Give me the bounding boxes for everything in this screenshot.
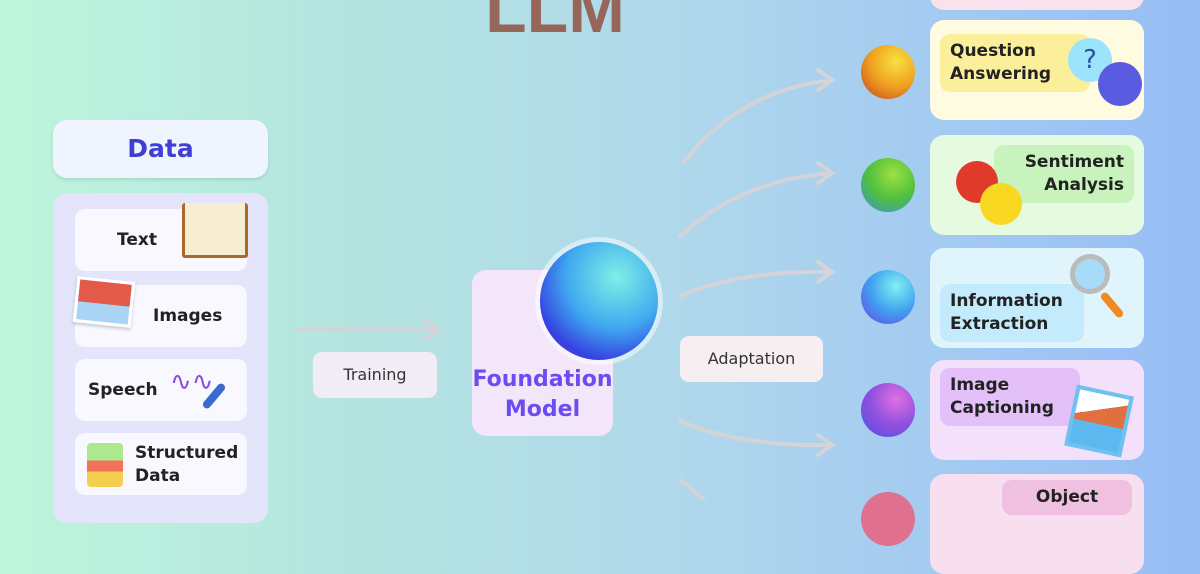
adapt-arrow-1: [682, 68, 836, 164]
flowchart-icon: [87, 443, 123, 487]
task-card-top: [930, 0, 1144, 10]
foundation-label-line1: Foundation: [472, 367, 613, 392]
data-header: Data: [53, 120, 268, 178]
data-item-label: Images: [153, 306, 223, 326]
microphone-icon: ∿∿: [170, 367, 240, 411]
data-item-images: Images: [72, 276, 247, 347]
data-item-label: Structured: [135, 443, 239, 463]
data-item-label: Data: [135, 466, 181, 486]
adaptation-label: Adaptation: [680, 336, 823, 382]
sphere-icon: [861, 45, 915, 99]
arrows: [296, 68, 836, 500]
sphere-icon: [861, 492, 915, 546]
sphere-icon: [861, 383, 915, 437]
training-arrow: [296, 318, 442, 342]
training-label: Training: [313, 352, 437, 398]
data-item-label: Speech: [88, 380, 158, 400]
adapt-arrow-2: [678, 161, 836, 238]
task-card-object: Object: [930, 474, 1144, 574]
data-item-structured: Structured Data: [75, 433, 247, 495]
picture-icon: [1064, 384, 1134, 458]
book-icon: [182, 203, 248, 258]
data-item-text: Text: [75, 203, 248, 271]
happy-face-icon: [980, 183, 1022, 225]
magnifier-icon: [1070, 254, 1110, 294]
adapt-arrow-4: [678, 419, 836, 457]
adapt-arrow-3: [678, 260, 836, 298]
page-title: LLM: [485, 0, 625, 47]
task-label: Object: [1002, 480, 1132, 515]
sphere-icon: [861, 158, 915, 212]
data-header-label: Data: [127, 134, 194, 163]
data-item-speech: Speech ∿∿: [75, 359, 247, 421]
photos-icon: [72, 276, 136, 328]
adapt-arrow-5: [678, 478, 708, 500]
foundation-label-line2: Model: [504, 397, 581, 422]
data-item-label: Text: [117, 230, 157, 250]
sphere-icon: [861, 270, 915, 324]
network-sphere-icon: [540, 242, 658, 360]
